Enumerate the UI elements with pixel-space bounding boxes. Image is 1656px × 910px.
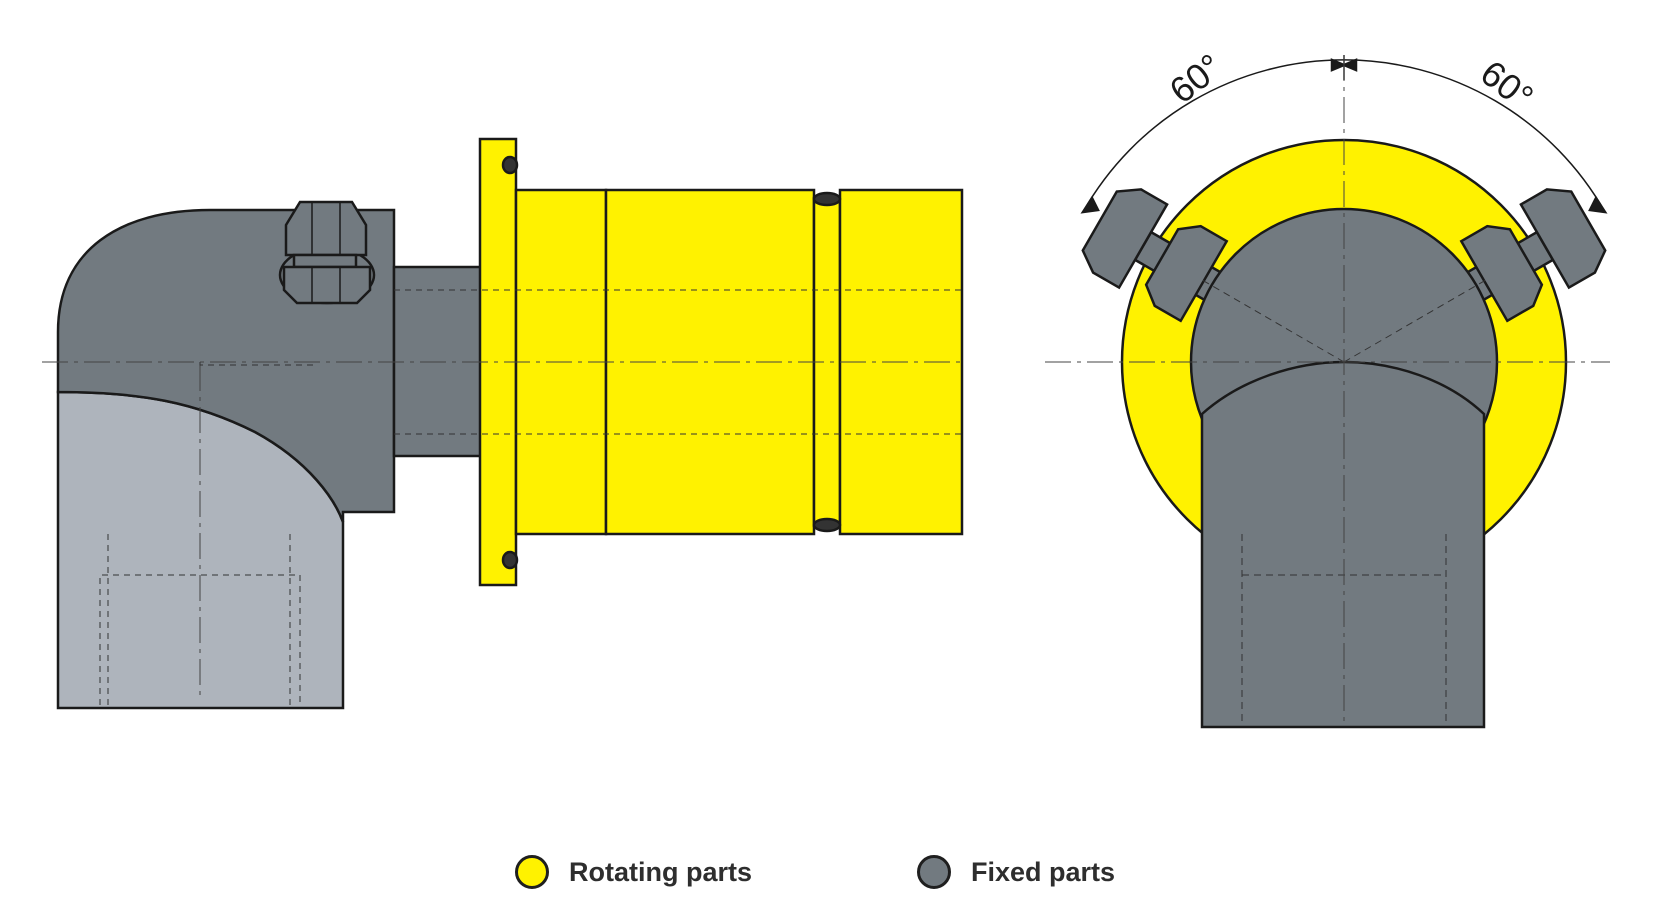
legend-rotating: Rotating parts [515, 855, 752, 889]
ring-seal-top [812, 191, 842, 207]
fixed-swatch-icon [917, 855, 951, 889]
bolt-right [1431, 188, 1607, 323]
seal-bottom [501, 550, 519, 570]
fixed-pipe [1200, 360, 1486, 729]
angle-label-right: 60° [1473, 52, 1541, 118]
ring-seal-bottom [812, 517, 842, 533]
elbow-bolt [278, 200, 376, 305]
bolt-left [1081, 188, 1257, 323]
angle-label-left: 60° [1162, 45, 1230, 111]
side-view [56, 137, 964, 710]
legend-fixed-label: Fixed parts [971, 856, 1116, 887]
legend-rotating-label: Rotating parts [569, 856, 753, 887]
legend-fixed: Fixed parts [917, 855, 1115, 889]
center-lines [42, 55, 1610, 727]
seal-top [501, 155, 519, 175]
rotating-swatch-icon [515, 855, 549, 889]
